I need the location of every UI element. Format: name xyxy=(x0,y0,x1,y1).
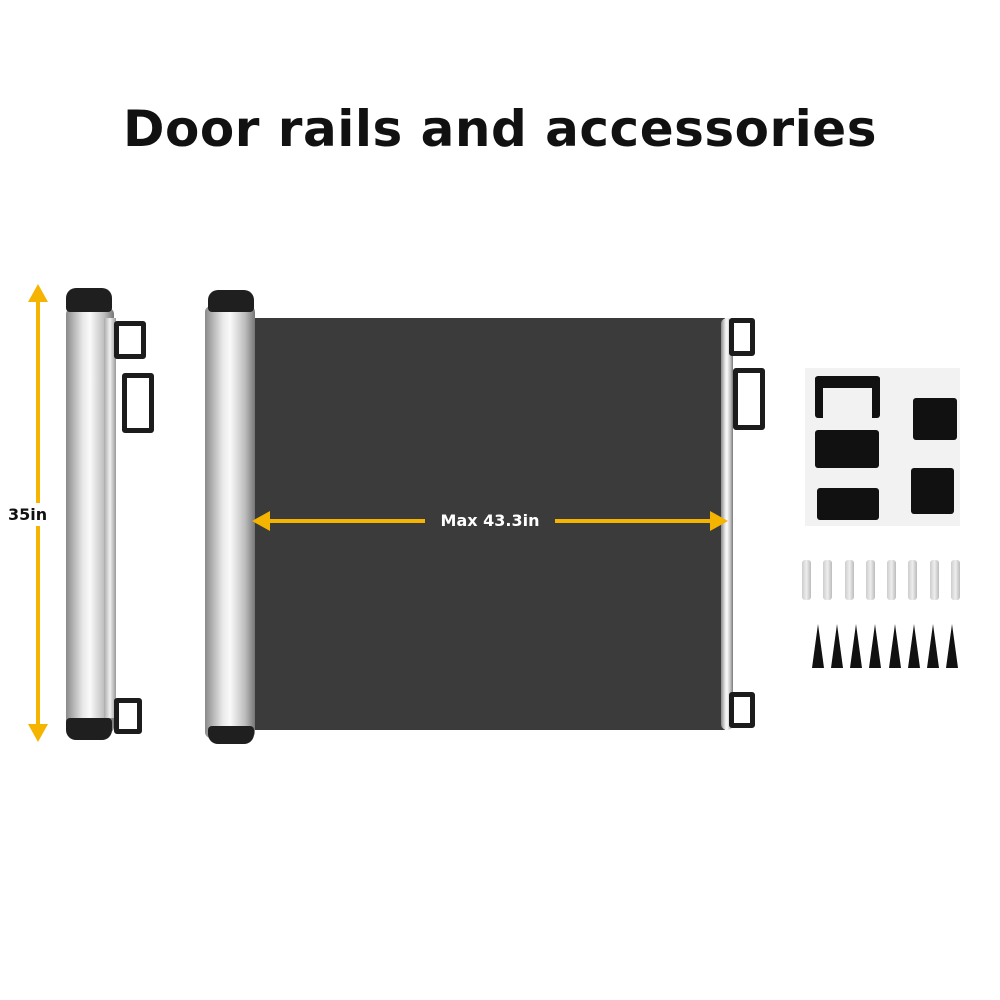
screws-image xyxy=(812,624,958,670)
page-title: Door rails and accessories xyxy=(123,100,877,158)
wall-anchors-image xyxy=(802,560,960,605)
width-label: Max 43.3in xyxy=(425,511,555,531)
brackets-image xyxy=(805,368,960,526)
height-label: 35in xyxy=(8,503,48,526)
side-rail-image xyxy=(62,288,154,743)
